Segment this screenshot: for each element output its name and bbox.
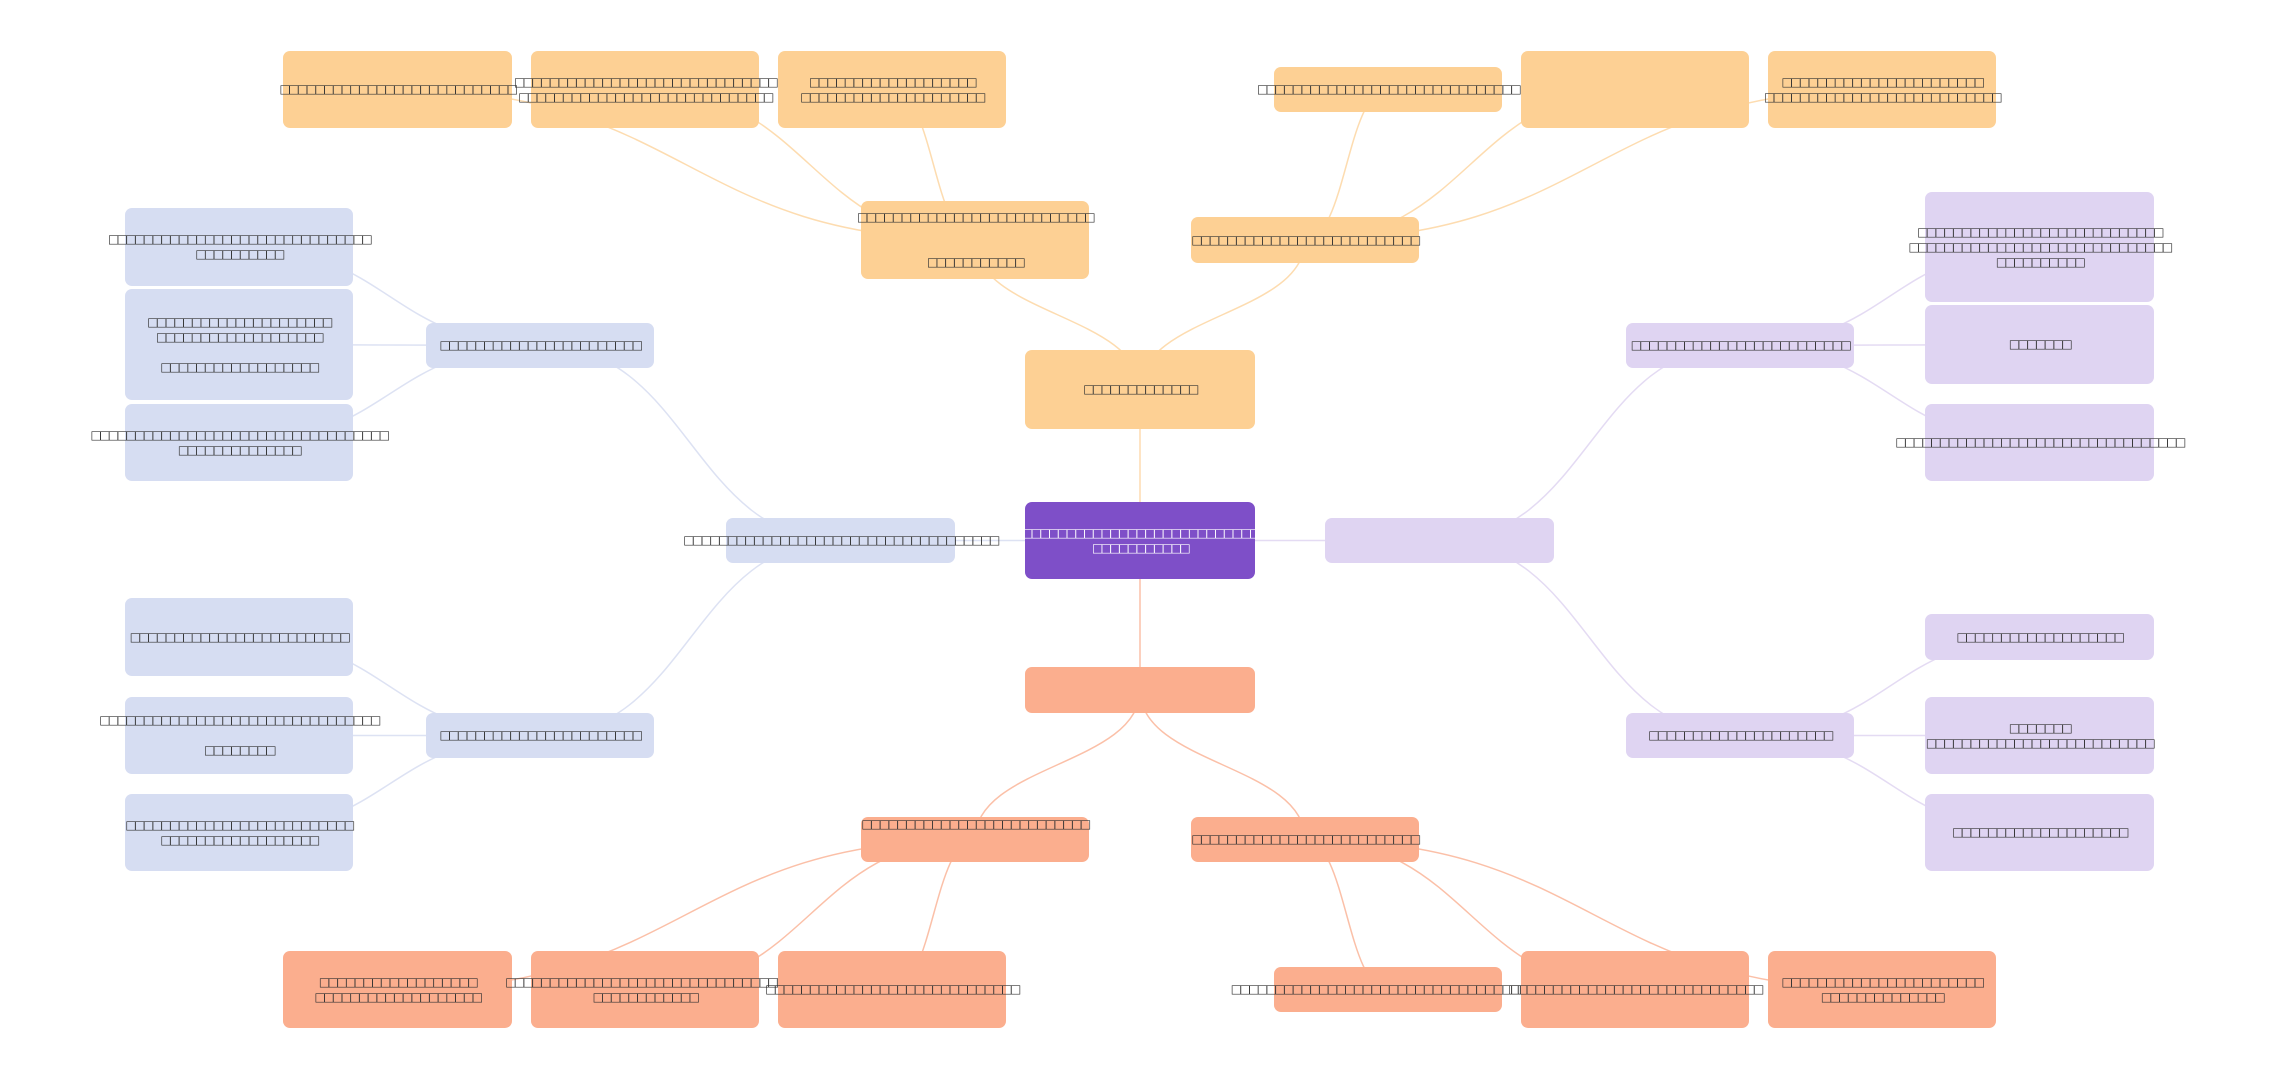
node-label: □□□□□□□□□□□□□□□□□□□□□□□□□□□□□□□□□□□□ [1230, 982, 1548, 996]
node-label: □□□□□□□□□□□□□□□□□□□□□□□ □□□□□□□□□□□□□□□□… [1764, 74, 2003, 104]
node-left-d2[interactable]: □□□□□□□□□□□□□□□□□□□□□□□□□□□□□□□□ □□□□□□□… [99, 697, 381, 774]
node-bottom-g1[interactable]: □□□□□□□□□□□□□□□□□□ □□□□□□□□□□□□□□□□□□□ [283, 951, 512, 1028]
edge-right-right_f [1439, 539, 1741, 737]
node-top-b[interactable]: □□□□□□□□□□□□□□□□□□□□□□□□□□ [1191, 217, 1421, 263]
node-label: □□□□□□□□□□□□□□□□□□□□□□□□□□□□□□□□ □□□□□□□… [99, 713, 381, 757]
node-label: □□□□□□□□□□□□□□□□□□□ □□□□□□□□□□□□□□□□□□□□… [800, 74, 986, 104]
node-label: □□□□□□□□□□□□□□□□□□□□□□□□□□□□□□ □□□□□□□□□… [513, 74, 779, 104]
node-right-f3[interactable]: □□□□□□□□□□□□□□□□□□□□ [1925, 794, 2154, 871]
node-label: □□□□□□□□□□□□□□□□□□□□□□□□□□□□□□ [1256, 82, 1522, 96]
node-bottom-g2[interactable]: □□□□□□□□□□□□□□□□□□□□□□□□□□□□□□□□ □□□□□□□… [505, 951, 787, 1028]
node-label: □□□□□□□□□□□□□□□□□□□□□□□□□ [1630, 338, 1852, 352]
node-label: □□□□□□□□□□□□□□□□□□□□□□□□□□ [861, 817, 1091, 831]
node-left[interactable]: □□□□□□□□□□□□□□□□□□□□□□□□□□□□□□□□□□□□ [683, 518, 1000, 563]
edge-left-left_c [539, 344, 841, 542]
node-label: □□□□□□□□□□□□□□□□□□□□□ [1648, 728, 1834, 742]
node-left-d[interactable]: □□□□□□□□□□□□□□□□□□□□□□□ [426, 713, 654, 758]
edge-bottom-bottom_h [1139, 689, 1306, 840]
node-top-a2[interactable]: □□□□□□□□□□□□□□□□□□□□□□□□□□□□□□ □□□□□□□□□… [514, 51, 779, 128]
node-top-a[interactable]: □□□□□□□□□□□□□□□□□□□□□□□□□□□ □□□□□□□□□□□ [857, 201, 1096, 279]
node-right[interactable] [1325, 518, 1554, 563]
node-bottom-g[interactable]: □□□□□□□□□□□□□□□□□□□□□□□□□□ [861, 817, 1091, 862]
node-label: □□□□□□□ □□□□□□□□□□□□□□□□□□□□□□□□□□ [1925, 720, 2156, 750]
node-top-a1[interactable]: □□□□□□□□□□□□□□□□□□□□□□□□□□□ [280, 51, 518, 128]
node-label: □□□□□□□□□□□□□□□□□□□□□□□□□□□□□ [1508, 982, 1764, 996]
node-right-e2[interactable]: □□□□□□□ [1925, 305, 2154, 384]
node-label: □□□□□□□ [2008, 337, 2073, 351]
node-right-e1[interactable]: □□□□□□□□□□□□□□□□□□□□□□□□□□□□ □□□□□□□□□□□… [1908, 192, 2173, 302]
node-label: □□□□□□□□□□□□□□□□□□□□□□□□□□□□□□□□□□□□ [683, 533, 1000, 547]
node-right-f1[interactable]: □□□□□□□□□□□□□□□□□□□ [1925, 614, 2154, 660]
node-right-e3[interactable]: □□□□□□□□□□□□□□□□□□□□□□□□□□□□□□□□□ [1895, 404, 2186, 481]
node-top-b3[interactable]: □□□□□□□□□□□□□□□□□□□□□□□ □□□□□□□□□□□□□□□□… [1764, 51, 2003, 128]
node-bottom-h2[interactable]: □□□□□□□□□□□□□□□□□□□□□□□□□□□□□ [1508, 951, 1764, 1028]
edge-right-right_e [1439, 344, 1741, 542]
node-label: □□□□□□□□□□□□□□□□□□□□□□□□□□□□ □□□□□□□□□□□… [1908, 224, 2173, 269]
node-label: □□□□□□□□□□□□□□□□□□□□□□□ □□□□□□□□□□□□□□ [1781, 974, 1986, 1004]
node-left-d3[interactable]: □□□□□□□□□□□□□□□□□□□□□□□□□□ □□□□□□□□□□□□□… [125, 794, 355, 871]
node-right-f2[interactable]: □□□□□□□ □□□□□□□□□□□□□□□□□□□□□□□□□□ [1925, 697, 2156, 774]
node-left-c3[interactable]: □□□□□□□□□□□□□□□□□□□□□□□□□□□□□□□□□□ □□□□□… [90, 404, 390, 481]
node-label: □□□□□□□□□□□□□□□□□□□□□□□□□□□□□□ □□□□□□□□□… [107, 232, 373, 261]
node-label: □□□□□□□□□□□□□□□□□□□□ [1952, 825, 2129, 839]
node-label: □□□□□□□□□□□□□□□□□□□□□□□□□□□□□□□□ □□□□□□□… [505, 974, 787, 1004]
node-label: □□□□□□□□□□□□□□□□□□□□□□□□□□□□□ [765, 982, 1021, 996]
edge-bottom-bottom_g [974, 689, 1141, 840]
node-label: □□□□□□□□□□□□□□□□□□□ [1956, 629, 2125, 644]
node-bottom-h[interactable]: □□□□□□□□□□□□□□□□□□□□□□□□□□ [1191, 817, 1421, 862]
node-bottom-g3[interactable]: □□□□□□□□□□□□□□□□□□□□□□□□□□□□□ [765, 951, 1021, 1028]
node-label: □□□□□□□□□□□□□□□□□□□□□□□ [439, 338, 644, 352]
node-top-a3[interactable]: □□□□□□□□□□□□□□□□□□□ □□□□□□□□□□□□□□□□□□□□… [778, 51, 1006, 128]
node-center[interactable]: □□□□□□□□□□□□□□□□□□□□□□□□□□□□□ □□□□□□□□□□… [1013, 502, 1269, 579]
node-label: □□□□□□□□□□□□□□□□□□□□□□□□□□□□□□□□□ [1895, 435, 2186, 449]
node-left-d1[interactable]: □□□□□□□□□□□□□□□□□□□□□□□□□ [125, 598, 353, 676]
node-right-e[interactable]: □□□□□□□□□□□□□□□□□□□□□□□□□ [1626, 323, 1854, 368]
node-label: □□□□□□□□□□□□□□□□□□□□□□□□□□ □□□□□□□□□□□□□… [125, 817, 355, 847]
node-label: □□□□□□□□□□□□□□□□□□□□□□□□□□□ □□□□□□□□□□□ [857, 210, 1096, 269]
node-label: □□□□□□□□□□□□□□□□□□ □□□□□□□□□□□□□□□□□□□ [314, 974, 483, 1004]
node-right-f[interactable]: □□□□□□□□□□□□□□□□□□□□□ [1626, 713, 1854, 758]
node-label: □□□□□□□□□□□□□□□□□□□□□□□□□□□□□ □□□□□□□□□□… [1013, 525, 1269, 555]
node-bottom-h3[interactable]: □□□□□□□□□□□□□□□□□□□□□□□ □□□□□□□□□□□□□□ [1768, 951, 1996, 1028]
node-label: □□□□□□□□□□□□□□□□□□□□□□□□□□□ [279, 82, 519, 96]
node-left-c[interactable]: □□□□□□□□□□□□□□□□□□□□□□□ [426, 323, 654, 368]
node-top-b2[interactable] [1521, 51, 1749, 128]
node-label: □□□□□□□□□□□□□□□□□□□□□□□□□□ [1191, 232, 1421, 247]
edge-left-left_d [539, 539, 841, 737]
node-label: □□□□□□□□□□□□□ [1083, 382, 1199, 396]
node-top-b1[interactable]: □□□□□□□□□□□□□□□□□□□□□□□□□□□□□□ [1257, 67, 1522, 112]
node-top[interactable]: □□□□□□□□□□□□□ [1025, 350, 1255, 429]
node-left-c1[interactable]: □□□□□□□□□□□□□□□□□□□□□□□□□□□□□□ □□□□□□□□□… [108, 208, 373, 286]
node-bottom[interactable] [1025, 667, 1255, 713]
node-left-c2[interactable]: □□□□□□□□□□□□□□□□□□□□□ □□□□□□□□□□□□□□□□□□… [125, 289, 353, 400]
node-label: □□□□□□□□□□□□□□□□□□□□□□□□□ [129, 629, 351, 644]
node-label: □□□□□□□□□□□□□□□□□□□□□□□□□□□□□□□□□□ □□□□□… [90, 427, 390, 457]
node-bottom-h1[interactable]: □□□□□□□□□□□□□□□□□□□□□□□□□□□□□□□□□□□□ [1231, 967, 1548, 1012]
node-label: □□□□□□□□□□□□□□□□□□□□□□□□□□ [1191, 832, 1421, 846]
node-label: □□□□□□□□□□□□□□□□□□□□□ □□□□□□□□□□□□□□□□□□… [147, 314, 333, 374]
node-label: □□□□□□□□□□□□□□□□□□□□□□□ [439, 728, 644, 742]
